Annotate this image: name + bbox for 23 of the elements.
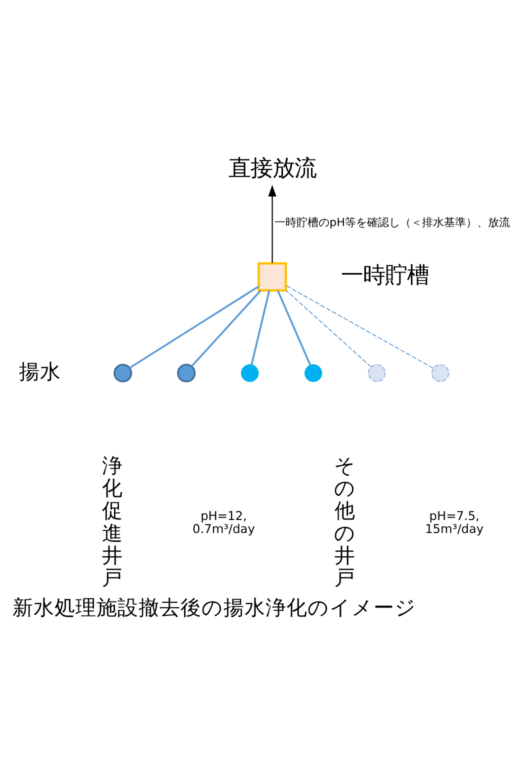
node-circle bbox=[241, 364, 259, 382]
edge-label: 一時貯槽のpH等を確認し（＜排水基準）、放流 bbox=[274, 216, 510, 229]
label: pH=7.5, 15m³/day bbox=[425, 508, 484, 536]
connector bbox=[285, 284, 434, 368]
node-label: 一時貯槽 bbox=[341, 262, 430, 288]
node-circle bbox=[177, 363, 196, 382]
node-circle bbox=[431, 364, 450, 382]
connector bbox=[129, 285, 260, 368]
node-circle bbox=[114, 363, 132, 382]
connector bbox=[191, 290, 262, 366]
node-box bbox=[258, 262, 287, 292]
node-circle bbox=[368, 364, 386, 382]
connector bbox=[276, 290, 312, 365]
label: 浄化促進井戸 bbox=[102, 453, 124, 590]
label: その他の井戸 bbox=[334, 453, 356, 590]
node-text: 直接放流 bbox=[228, 154, 316, 181]
connector bbox=[286, 289, 372, 367]
caption: 新水処理施設撤去後の揚水浄化のイメージ bbox=[12, 595, 416, 620]
node-circle bbox=[304, 364, 322, 382]
label: 揚水 bbox=[18, 358, 61, 383]
label: pH=12, 0.7m³/day bbox=[192, 508, 255, 536]
arrow bbox=[268, 184, 276, 263]
connector bbox=[250, 290, 270, 364]
